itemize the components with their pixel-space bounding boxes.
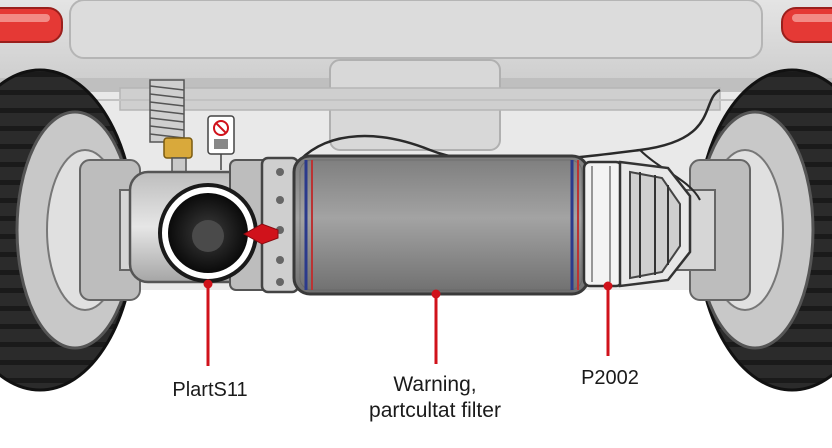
tail-light-left xyxy=(0,7,63,43)
label-right-text: P2002 xyxy=(581,367,639,389)
particulate-filter-canister xyxy=(292,154,590,296)
flex-hose xyxy=(149,79,193,189)
label-left-text: PlartS11 xyxy=(172,379,248,401)
inlet-magnifier xyxy=(158,183,258,283)
wheel-left xyxy=(0,68,166,392)
callout-label-left: PlartS11 xyxy=(140,378,280,402)
outlet-clamp xyxy=(582,160,692,288)
wheel-right xyxy=(669,68,832,392)
label-center-line1: Warning, xyxy=(393,373,477,396)
no-symbol-warning-icon xyxy=(207,115,235,170)
callout-lines xyxy=(203,279,613,366)
label-center-line2: partcultat filter xyxy=(369,398,501,422)
tail-light-right xyxy=(781,7,832,43)
vehicle-body xyxy=(0,0,832,151)
callout-label-center: Warning, partcultat filter xyxy=(330,372,540,423)
callout-label-right: P2002 xyxy=(560,366,660,390)
red-pointer-arrow-icon xyxy=(242,223,279,245)
